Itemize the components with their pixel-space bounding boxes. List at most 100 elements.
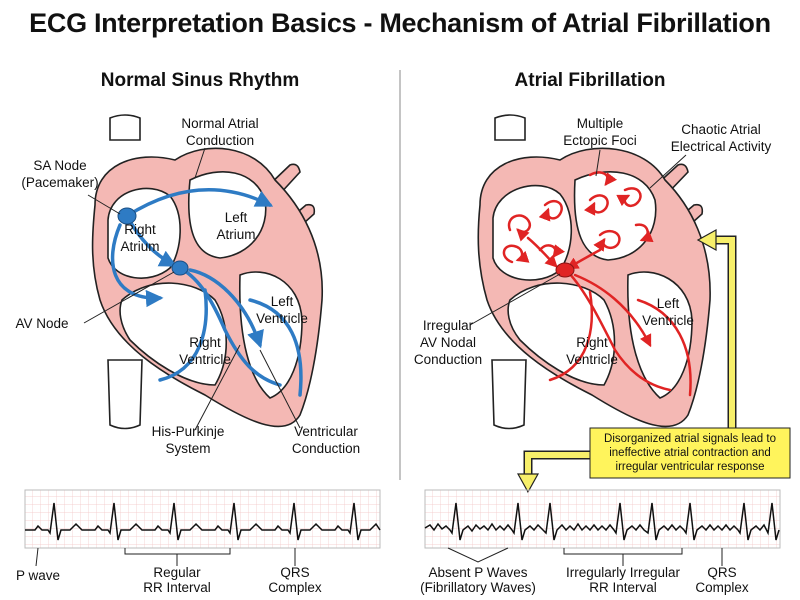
label-multiple-foci-2: Ectopic Foci [563,133,637,148]
leader-his-purkinje [194,344,241,431]
bracket-irregular-rr [563,548,683,555]
callout-line-3: irregular ventricular response [616,461,765,473]
focus-wave-6 [616,187,642,208]
label-av-node: AV Node [15,316,68,331]
label-absent-p-1: Absent P Waves [428,565,527,580]
af-right-ventricle-chamber [507,282,616,386]
normal-right-ventricle-chamber [119,282,228,386]
superior-vena-cava [109,114,141,141]
label-qrs-normal-2: Complex [268,580,322,595]
normal-conduction-pathways [110,188,303,397]
af-av-node-marker [555,262,575,278]
normal-left-ventricle-chamber [238,271,303,399]
label-right-ventricle-1: Right [189,335,221,350]
his-bundle-left [180,267,282,387]
normal-left-atrium-chamber [187,171,267,259]
af-right-bundle [548,290,594,382]
callout-arrow-up-head [696,228,717,252]
label-af-right-ventricle-1: Right [576,335,608,350]
label-multiple-foci-1: Multiple [577,116,624,131]
callout-arrow-down-outline [523,450,592,476]
bracket-absent-p [447,547,509,563]
label-irregular-2: RR Interval [589,580,657,595]
normal-atrial-conduction-arrow [125,188,274,218]
af-ecg-trace [424,502,780,541]
label-left-atrium-1: Left [225,210,248,225]
label-left-ventricle-2: Ventricle [256,311,308,326]
label-absent-p-2: (Fibrillatory Waves) [420,580,536,595]
label-regular-2: RR Interval [143,580,211,595]
leader-chaotic [649,154,687,189]
callout-box [589,427,791,479]
label-sa-node-2: (Pacemaker) [21,175,98,190]
callout-arrow-down-head [516,473,540,494]
label-irregular-1: Irregularly Irregular [566,565,681,580]
leader-irregular-av [469,273,561,326]
af-purkinje [636,298,692,397]
bracket-regular-rr [124,548,231,555]
focus-wave-5 [583,194,609,216]
callout-arrow-up [712,237,735,428]
inferior-vena-cava [107,359,143,430]
label-chaotic-2: Electrical Activity [671,139,772,154]
label-right-atrium-1: Right [124,222,156,237]
right-bundle-branch [158,288,208,382]
label-sa-node-1: SA Node [33,158,86,173]
label-af-left-ventricle-2: Ventricle [642,313,694,328]
focus-wave-1 [507,214,532,242]
callout-line-1: Disorganized atrial signals lead to [604,433,776,445]
af-his-bundle [566,270,672,392]
af-heart [477,114,711,430]
callout-arrow-down [525,452,592,476]
label-qrs-af-1: QRS [707,565,736,580]
label-normal-atrial-1: Normal Atrial [181,116,258,131]
label-normal-atrial-2: Conduction [186,133,254,148]
label-ventricular-2: Conduction [292,441,360,456]
leader-normal-atrial [194,147,206,179]
atrial-fibrillation-title: Atrial Fibrillation [514,70,666,91]
focus-wave-4 [538,244,565,259]
focus-wave-7 [593,229,621,252]
av-node-marker [171,260,189,276]
right-atrial-conduction-arrow [110,223,164,308]
normal-heart [91,114,323,430]
page-title: ECG Interpretation Basics - Mechanism of… [29,8,771,38]
sa-node-marker [117,207,137,225]
af-inferior-vena-cava [491,359,527,430]
focus-to-av-1 [526,236,558,268]
label-chaotic-1: Chaotic Atrial [681,122,761,137]
callout-line-2: ineffective atrial contraction and [609,447,771,459]
af-superior-vena-cava [494,114,526,141]
af-ecg-strip [424,489,781,549]
label-his-purkinje-2: System [165,441,210,456]
purkinje-fibers [248,298,303,397]
normal-ecg-strip [24,489,381,549]
leader-ventricular-conduction [259,349,301,429]
focus-wave-2 [502,244,530,264]
normal-ecg-trace [25,502,381,541]
label-qrs-af-2: Complex [695,580,749,595]
af-chaotic-activity [502,171,692,397]
label-left-ventricle-1: Left [271,294,294,309]
leader-p-wave [35,547,39,567]
label-af-right-ventricle-2: Ventricle [566,352,618,367]
left-bundle-arrow [188,268,264,349]
af-left-ventricle-chamber [627,271,693,399]
leader-av-node [83,271,175,324]
label-irregular-av-1: Irregular [423,318,474,333]
label-ventricular-1: Ventricular [294,424,358,439]
af-left-bundle-arrow [573,273,652,348]
label-af-left-ventricle-1: Left [657,296,680,311]
label-his-purkinje-1: His-Purkinje [152,424,225,439]
normal-sinus-rhythm-title: Normal Sinus Rhythm [100,70,300,91]
focus-wave-3 [538,199,563,222]
label-irregular-av-2: AV Nodal [420,335,476,350]
label-regular-1: Regular [153,565,201,580]
leader-multiple-foci [595,149,601,177]
label-irregular-av-3: Conduction [414,352,482,367]
focus-wave-8 [634,223,654,243]
leader-sa-node [87,194,121,215]
label-left-atrium-2: Atrium [216,227,255,242]
label-right-atrium-2: Atrium [120,239,159,254]
